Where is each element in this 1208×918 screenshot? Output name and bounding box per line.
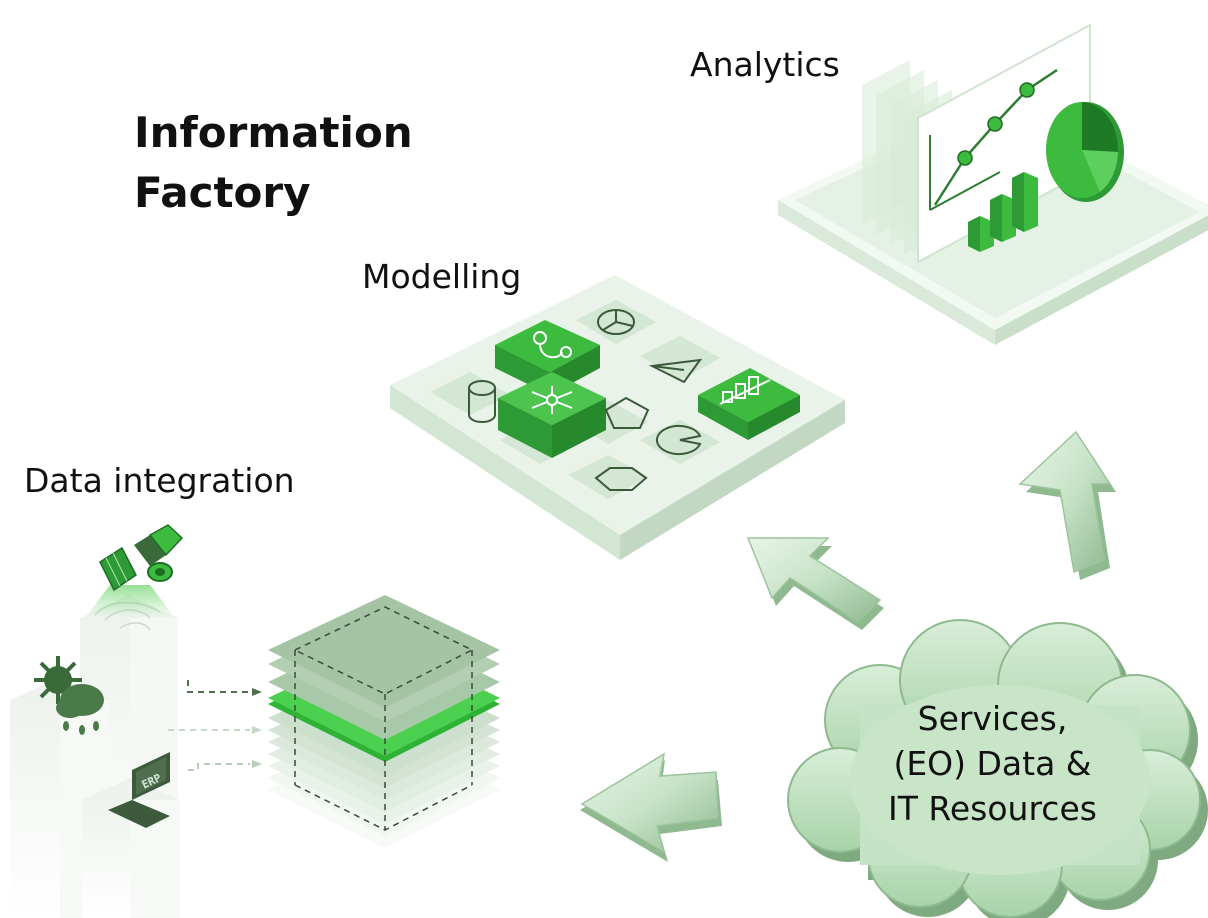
bar-chart-3d-icon: [968, 172, 1038, 252]
cloud-text-line-1: Services,: [917, 699, 1068, 738]
flow-arrow-to-modelling: [746, 537, 884, 630]
satellite-icon: [99, 524, 184, 592]
line-chart-icon: [929, 68, 1058, 211]
weather-icon: [34, 656, 104, 735]
database-icon: [468, 380, 496, 423]
cloud-text-line-3: IT Resources: [888, 789, 1097, 828]
central-cube-icon: [498, 372, 606, 458]
pie-icon: [597, 309, 635, 335]
data-flow-arrows: [168, 680, 250, 771]
hexagon-icon: [594, 467, 648, 491]
source-pillars: [10, 595, 180, 918]
analytics-label: Analytics: [690, 45, 840, 84]
services-cloud: [787, 619, 1208, 918]
bar-chart-icon: [698, 368, 800, 440]
pacman-icon: [655, 425, 702, 455]
title-line-1: Information: [134, 108, 413, 157]
flow-arrow-to-analytics: [1018, 430, 1116, 580]
title-line-2: Factory: [134, 168, 311, 217]
pie-chart-3d-icon: [1046, 101, 1124, 202]
cloud-text-line-2: (EO) Data &: [893, 744, 1092, 783]
triangle-icon: [648, 358, 703, 384]
data-integration-area: ERP: [10, 524, 500, 918]
data-layer-stack: [268, 595, 500, 848]
flow-arrow-to-data-integration: [580, 752, 722, 862]
modelling-platform: [390, 275, 845, 560]
pentagon-icon: [604, 396, 650, 429]
laptop-icon: ERP: [108, 752, 170, 828]
data-integration-label: Data integration: [24, 461, 295, 500]
modelling-label: Modelling: [362, 257, 522, 296]
analytics-platform: [778, 23, 1208, 345]
